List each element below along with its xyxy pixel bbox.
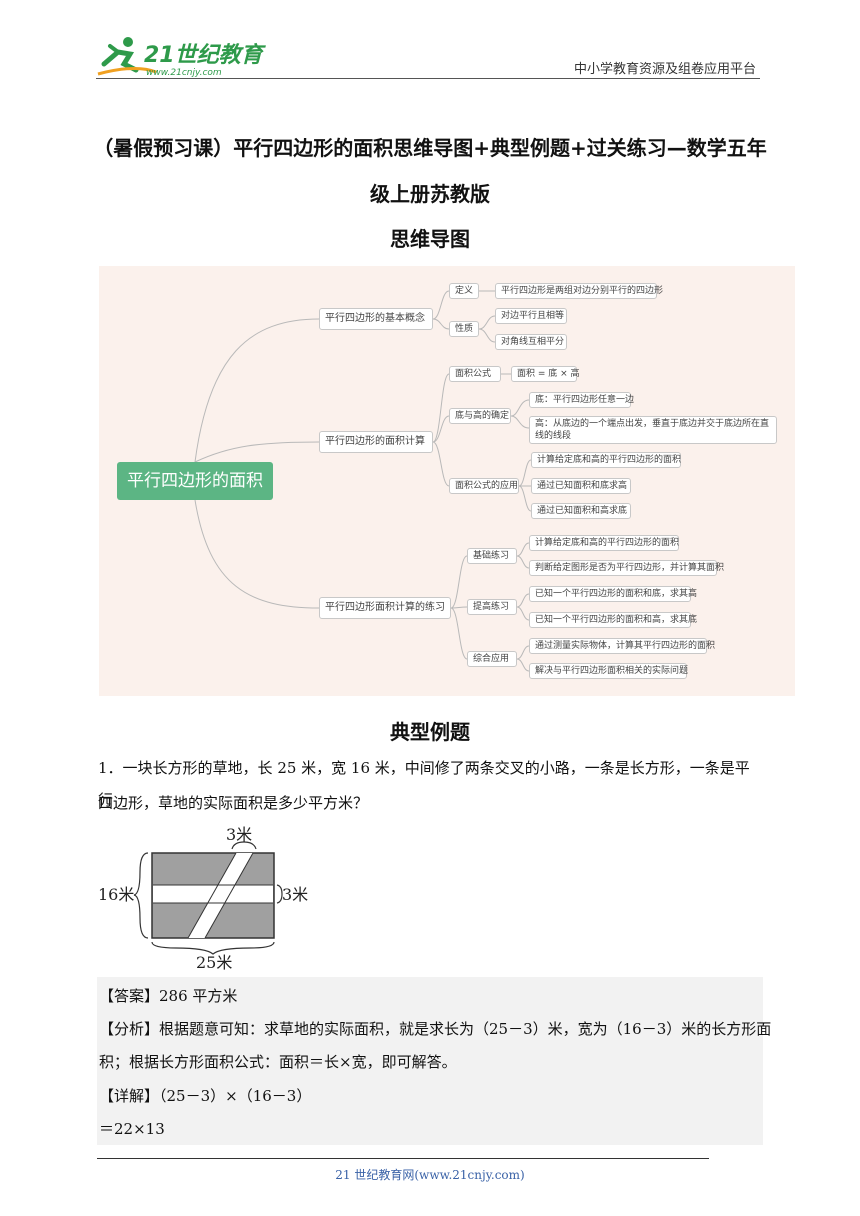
- section-mindmap-heading: 思维导图: [390, 227, 470, 251]
- doc-title-line2: 级上册苏教版: [370, 182, 490, 206]
- mindmap-leaf: 通过已知面积和底求高: [531, 478, 631, 494]
- mindmap-leaf: 对角线互相平分: [495, 334, 567, 350]
- mindmap-node-formula: 面积公式: [449, 366, 501, 382]
- mindmap-leaf: 平行四边形是两组对边分别平行的四边形: [495, 283, 663, 299]
- detail-line1: 【详解】（25－3）×（16－3）: [99, 1087, 312, 1105]
- mindmap-leaf: 判断给定图形是否为平行四边形，并计算其面积: [529, 560, 724, 576]
- mindmap-leaf: 计算给定底和高的平行四边形的面积: [531, 452, 681, 468]
- analysis-line2: 积；根据长方形面积公式：面积＝长×宽，即可解答。: [99, 1053, 457, 1071]
- mindmap-leaf: 已知一个平行四边形的面积和底，求其高: [529, 586, 697, 602]
- example-question-line1: 1．一块长方形的草地，长 25 米，宽 16 米，中间修了两条交叉的小路，一条是…: [98, 759, 750, 809]
- mindmap-branch-practice: 平行四边形面积计算的练习: [319, 597, 451, 619]
- doc-title-line1: （暑假预习课）平行四边形的面积思维导图+典型例题+过关练习—数学五年: [93, 136, 767, 160]
- mindmap-leaf: 对边平行且相等: [495, 308, 567, 324]
- mindmap-leaf: 底：平行四边形任意一边: [529, 392, 634, 408]
- mindmap-leaf: 高：从底边的一个端点出发，垂直于底边并交于底边所在直线的线段: [529, 416, 777, 444]
- mindmap-node-application: 面积公式的应用: [449, 478, 519, 494]
- mindmap-leaf: 通过已知面积和高求底: [531, 503, 631, 519]
- fig-label-bottom: 25米: [196, 953, 232, 972]
- mindmap-leaf: 已知一个平行四边形的面积和高，求其底: [529, 612, 697, 628]
- mindmap-connectors: [194, 290, 532, 672]
- mindmap-node-base-height: 底与高的确定: [449, 408, 511, 424]
- mindmap-node-property: 性质: [449, 321, 479, 337]
- mindmap-leaf: 计算给定底和高的平行四边形的面积: [529, 535, 679, 551]
- answer-line: 【答案】286 平方米: [99, 987, 238, 1005]
- example-question-line2: 四边形，草地的实际面积是多少平方米？: [98, 794, 369, 812]
- lawn-figure: 3米 16米 3米 25米: [98, 825, 308, 972]
- fig-label-right: 3米: [282, 885, 308, 904]
- mindmap-leaf: 面积 = 底 × 高: [511, 366, 580, 382]
- footer-divider: [97, 1158, 709, 1159]
- mindmap-node-basic: 基础练习: [467, 548, 517, 564]
- mindmap-leaf: 通过测量实际物体，计算其平行四边形的面积: [529, 638, 715, 654]
- mindmap-node-advanced: 提高练习: [467, 599, 517, 615]
- answer-block: 【答案】286 平方米 【分析】根据题意可知：求草地的实际面积，就是求长为（25…: [97, 977, 771, 1145]
- mindmap-branch-calculation: 平行四边形的面积计算: [319, 431, 433, 453]
- mindmap-node-definition: 定义: [449, 283, 479, 299]
- platform-name: 中小学教育资源及组卷应用平台: [573, 62, 756, 77]
- analysis-line1: 【分析】根据题意可知：求草地的实际面积，就是求长为（25－3）米，宽为（16－3…: [99, 1020, 772, 1038]
- mindmap-branch-concept: 平行四边形的基本概念: [319, 308, 433, 330]
- runner-icon: [97, 37, 157, 76]
- site-logo: 21世纪教育 www.21cnjy.com: [97, 37, 267, 78]
- section-examples-heading: 典型例题: [390, 720, 470, 744]
- fig-label-left: 16米: [98, 885, 134, 904]
- mindmap-node-comprehensive: 综合应用: [467, 651, 517, 667]
- footer-text: 21 世纪教育网(www.21cnjy.com): [335, 1168, 525, 1182]
- mindmap-root: 平行四边形的面积: [117, 462, 273, 500]
- mindmap-leaf: 解决与平行四边形面积相关的实际问题: [529, 663, 688, 679]
- detail-line2: ＝22×13: [99, 1120, 165, 1138]
- fig-label-top: 3米: [226, 825, 252, 844]
- logo-text: 21世纪教育: [144, 42, 267, 68]
- logo-url: www.21cnjy.com: [146, 68, 222, 78]
- header-divider: [96, 78, 760, 79]
- mindmap: 平行四边形的面积 平行四边形的基本概念 定义 平行四边形是两组对边分别平行的四边…: [99, 266, 795, 696]
